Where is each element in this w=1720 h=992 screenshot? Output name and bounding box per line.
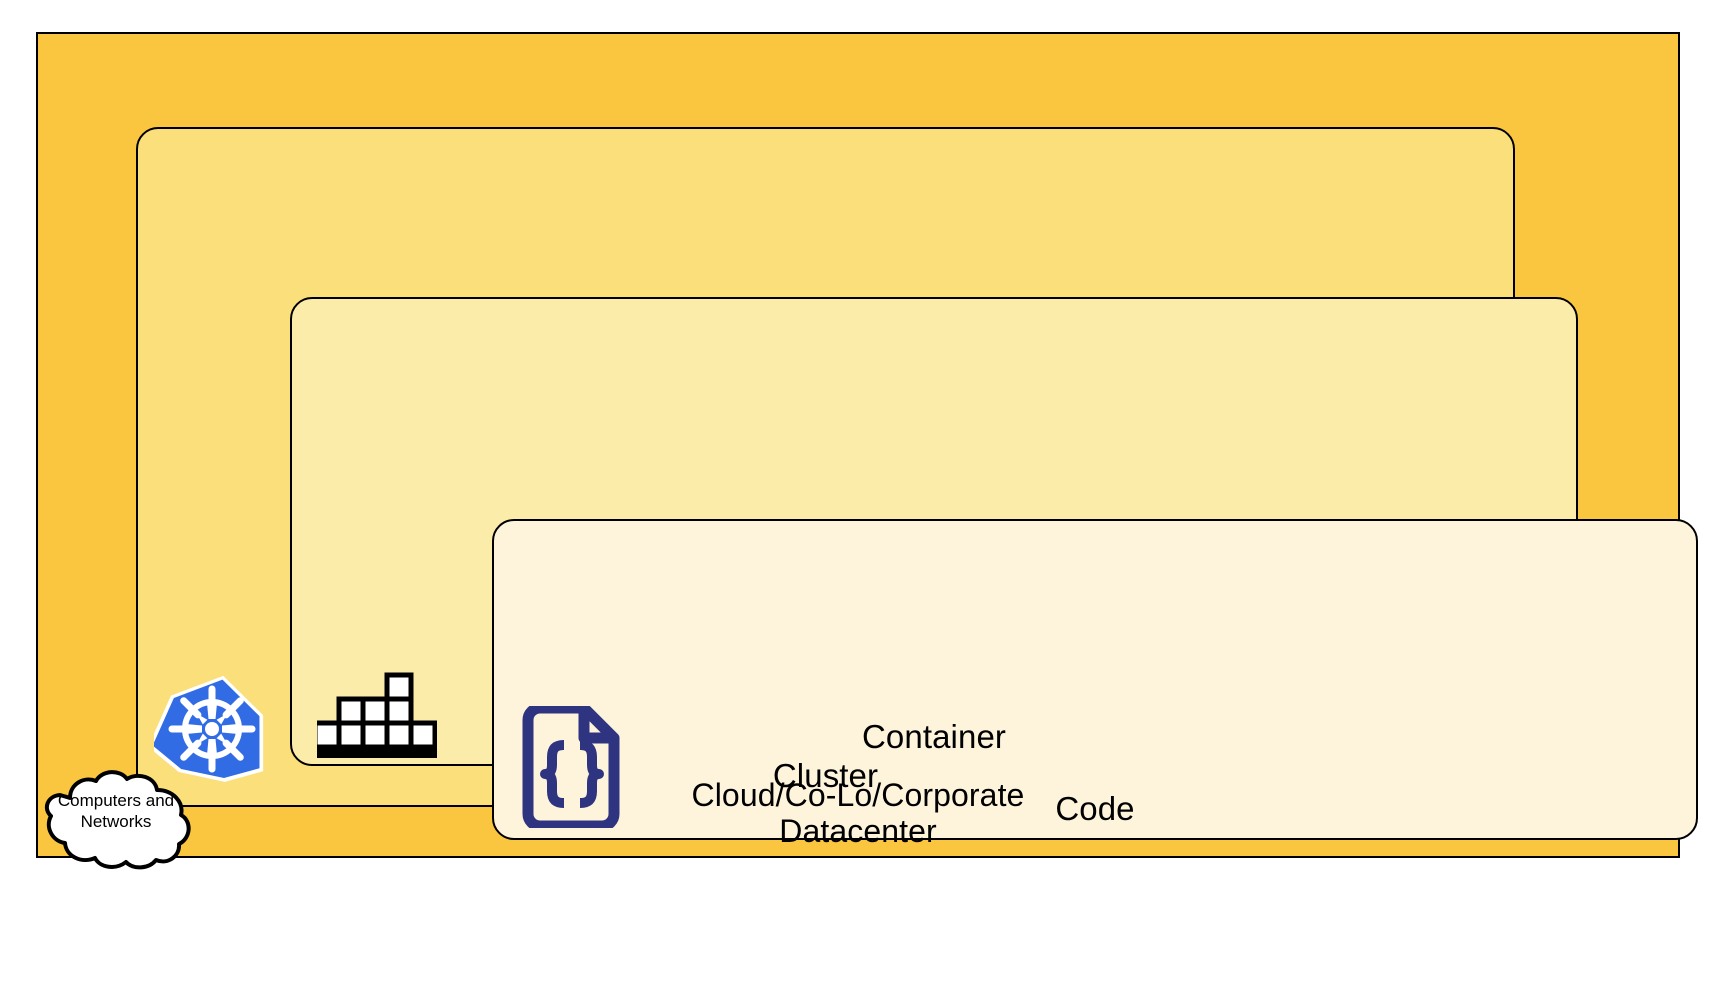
computers-and-networks-cloud[interactable]: Computers and Networks	[34, 768, 198, 872]
cloud-callout-label: Computers and Networks	[57, 791, 175, 832]
layer-container[interactable]: Code	[290, 297, 1698, 840]
layer-cluster[interactable]: Code	[136, 127, 1698, 840]
layer-code-label: Code	[1055, 789, 1135, 827]
layer-datacenter[interactable]: Code	[36, 32, 1698, 858]
kubernetes-icon	[148, 671, 270, 787]
code-file-icon	[518, 702, 624, 832]
layer-code[interactable]: Code	[492, 519, 1698, 840]
container-blocks-icon	[309, 672, 441, 760]
